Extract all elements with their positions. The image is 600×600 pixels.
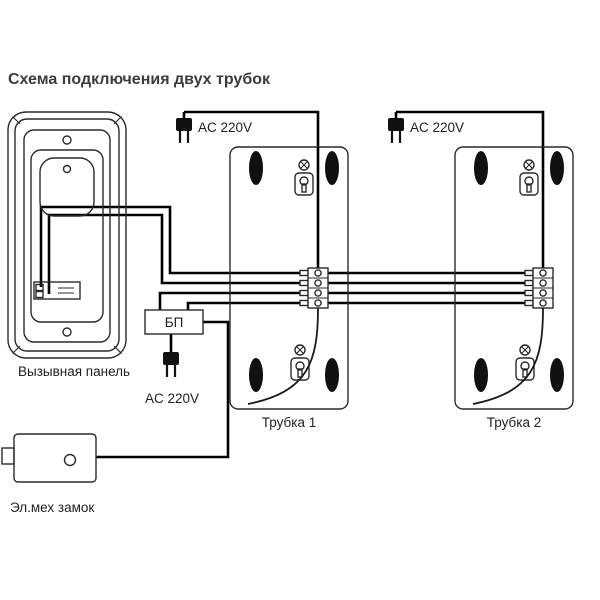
page-title: Схема подключения двух трубок: [8, 71, 271, 88]
screw-icon: [62, 135, 72, 145]
lock-button-icon: [63, 453, 77, 467]
call-panel: [7, 111, 127, 359]
psu-ac-label: AC 220V: [145, 391, 199, 406]
lock-bolt: [1, 447, 15, 465]
power-supply: БП: [144, 309, 204, 335]
handset-1: [228, 145, 350, 411]
power-plug-icon: [161, 344, 181, 379]
ac-wire-handset2: [396, 110, 545, 147]
panel-wire-1: [39, 205, 308, 287]
handset2-ac-label: AC 220V: [410, 120, 464, 135]
panel-terminal-box: [33, 281, 81, 300]
ac-wire-handset1: [184, 110, 320, 147]
handset2-label: Трубка 2: [487, 415, 541, 430]
lock-wire: [96, 320, 230, 459]
bezel-corners: [12, 116, 122, 354]
power-supply-label: БП: [165, 315, 184, 330]
lock: [1, 433, 97, 483]
camera-lens-icon: [62, 164, 72, 174]
psu-wire-1: [158, 291, 308, 310]
handset1-label: Трубка 1: [262, 415, 316, 430]
wiring: [39, 110, 545, 459]
handset-2: [453, 145, 575, 411]
screw-icon: [62, 327, 72, 337]
panel-wire-2: [47, 213, 308, 294]
psu-wire-2: [186, 301, 308, 310]
power-plug-icon: [386, 110, 406, 145]
handset1-ac-label: AC 220V: [198, 120, 252, 135]
call-panel-label: Вызывная панель: [18, 364, 130, 379]
lock-label: Эл.мех замок: [10, 500, 94, 515]
camera-window: [39, 157, 95, 217]
bus-wires: [328, 271, 533, 305]
power-plug-icon: [174, 110, 194, 145]
